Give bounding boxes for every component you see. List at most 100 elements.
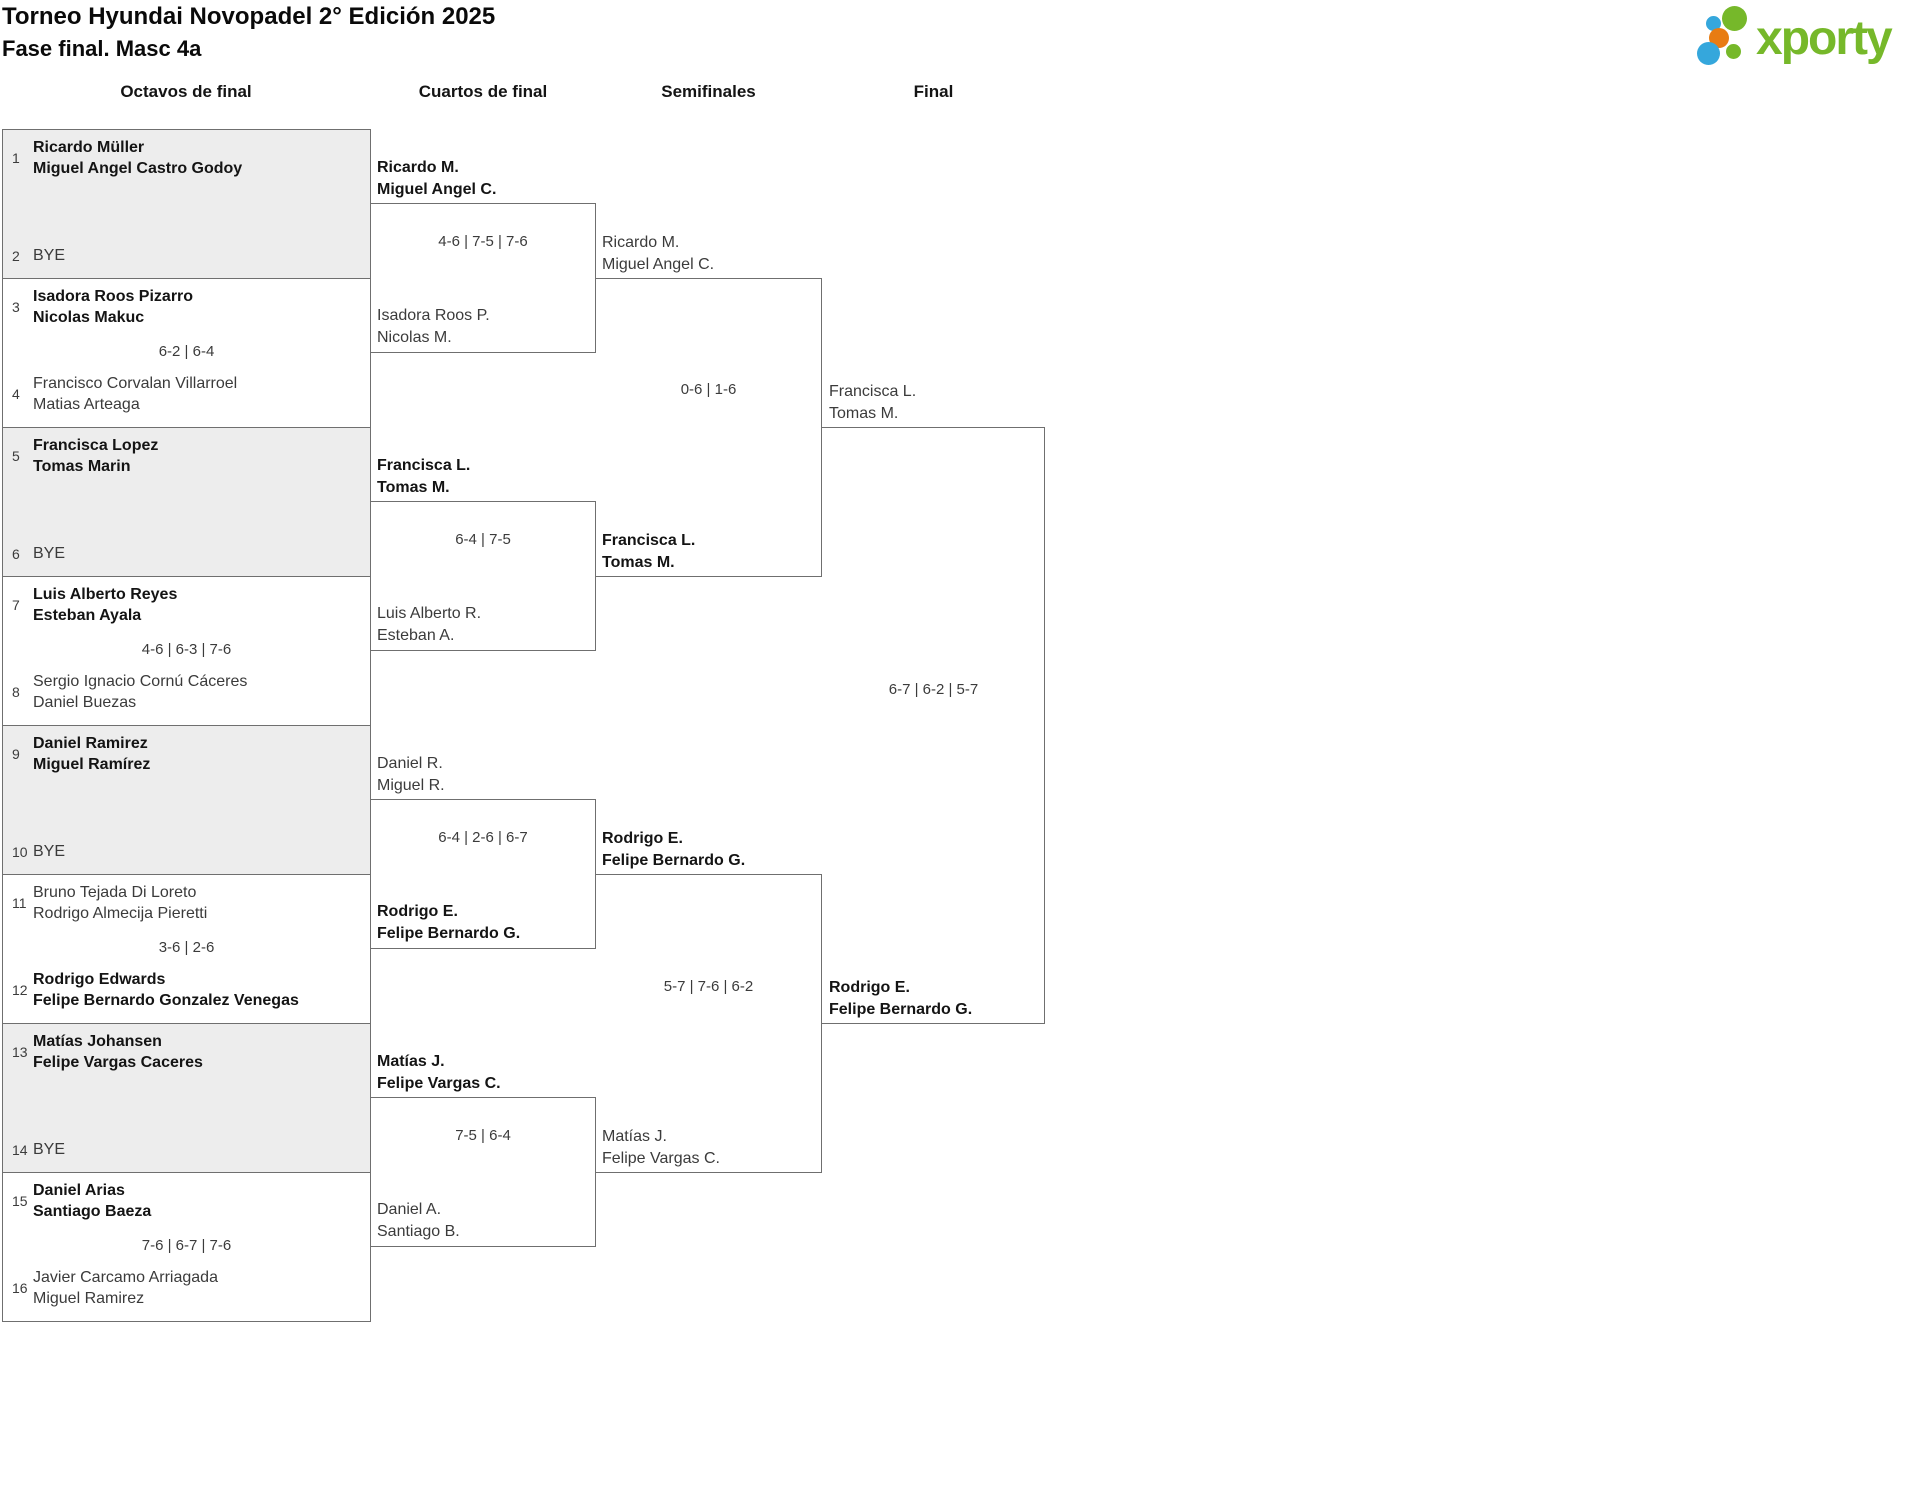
match-box-octavos-1: 1 Ricardo Müller Miguel Angel Castro God…: [2, 129, 371, 279]
player-name: Sergio Ignacio Cornú Cáceres: [33, 673, 248, 690]
team-names: Matías Johansen Felipe Vargas Caceres: [33, 1031, 203, 1073]
team-label-semifinal-1-top: Ricardo M. Miguel Angel C.: [602, 232, 714, 276]
seed-number: 3: [12, 299, 20, 315]
match-score: 5-7 | 7-6 | 6-2: [663, 978, 754, 995]
player-name: Rodrigo Almecija Pieretti: [33, 905, 208, 922]
page-title: Torneo Hyundai Novopadel 2° Edición 2025: [2, 3, 496, 30]
team-label-cuartos-4-top: Matías J. Felipe Vargas C.: [377, 1051, 501, 1095]
player-name: Luis Alberto R.: [377, 605, 482, 622]
player-name: Tomas M.: [602, 554, 675, 571]
team-slot: 15 Daniel Arias Santiago Baeza: [12, 1180, 362, 1222]
seed-number: 6: [12, 545, 20, 562]
player-name: Isadora Roos P.: [377, 307, 490, 324]
match-score: 6-4 | 2-6 | 6-7: [438, 829, 528, 846]
match-score: 4-6 | 6-3 | 7-6: [141, 641, 232, 658]
player-name: BYE: [33, 545, 66, 562]
seed-number: 13: [12, 1044, 28, 1060]
player-name: Tomas M.: [377, 479, 450, 496]
player-name: Matías J.: [602, 1128, 667, 1145]
seed-number: 9: [12, 746, 20, 762]
match-score: 0-6 | 1-6: [680, 381, 737, 398]
match-box-semifinal-2: [595, 874, 822, 1173]
team-slot: 3 Isadora Roos Pizarro Nicolas Makuc: [12, 286, 362, 328]
match-box-final: [822, 427, 1045, 1024]
team-names: BYE: [33, 1139, 65, 1160]
round-header-cuartos: Cuartos de final: [418, 82, 548, 101]
team-names: Javier Carcamo Arriagada Miguel Ramirez: [33, 1267, 218, 1309]
team-label-cuartos-2-bottom: Luis Alberto R. Esteban A.: [377, 603, 481, 647]
team-slot: 2 BYE: [12, 245, 362, 266]
logo-dot-icon: [1726, 44, 1741, 59]
player-name: Francisca L.: [377, 457, 471, 474]
team-slot: 9 Daniel Ramirez Miguel Ramírez: [12, 733, 362, 775]
seed-number: 16: [12, 1280, 28, 1296]
player-name: Francisca L.: [829, 383, 917, 400]
match-score: 7-6 | 6-7 | 7-6: [141, 1237, 232, 1254]
team-label-cuartos-2-top: Francisca L. Tomas M.: [377, 455, 470, 499]
player-name: Daniel R.: [377, 755, 443, 772]
team-names: Isadora Roos Pizarro Nicolas Makuc: [33, 286, 193, 328]
round-header-final: Final: [913, 82, 954, 101]
player-name: Rodrigo E.: [377, 903, 458, 920]
player-name: Ricardo M.: [602, 234, 680, 251]
team-label-semifinal-1-bottom: Francisca L. Tomas M.: [602, 530, 695, 574]
team-names: Luis Alberto Reyes Esteban Ayala: [33, 584, 177, 626]
player-name: Miguel Ramirez: [33, 1290, 145, 1307]
match-box-octavos-5: 9 Daniel Ramirez Miguel Ramírez 10 BYE: [2, 725, 371, 875]
player-name: Matias Arteaga: [33, 396, 140, 413]
seed-number: 2: [12, 247, 20, 264]
seed-number: 12: [12, 982, 28, 998]
player-name: Felipe Vargas C.: [377, 1075, 501, 1092]
player-name: Rodrigo E.: [829, 979, 910, 996]
match-score: 6-4 | 7-5: [455, 531, 511, 548]
player-name: Santiago Baeza: [33, 1203, 152, 1220]
player-name: Felipe Vargas C.: [602, 1150, 720, 1167]
team-slot: 4 Francisco Corvalan Villarroel Matias A…: [12, 373, 362, 415]
player-name: Francisco Corvalan Villarroel: [33, 375, 238, 392]
team-names: Rodrigo Edwards Felipe Bernardo Gonzalez…: [33, 969, 299, 1011]
team-label-cuartos-3-bottom: Rodrigo E. Felipe Bernardo G.: [377, 901, 520, 945]
player-name: Miguel Angel Castro Godoy: [33, 160, 243, 177]
seed-number: 5: [12, 448, 20, 464]
team-names: BYE: [33, 245, 65, 266]
match-score: 7-5 | 6-4: [455, 1127, 511, 1144]
player-name: Felipe Bernardo G.: [377, 925, 521, 942]
seed-number: 4: [12, 386, 20, 402]
player-name: Ricardo Müller: [33, 139, 145, 156]
player-name: Francisca Lopez: [33, 437, 159, 454]
team-slot: 8 Sergio Ignacio Cornú Cáceres Daniel Bu…: [12, 671, 362, 713]
team-slot: 1 Ricardo Müller Miguel Angel Castro God…: [12, 137, 362, 179]
player-name: Daniel A.: [377, 1201, 442, 1218]
player-name: Esteban A.: [377, 627, 455, 644]
player-name: BYE: [33, 247, 66, 264]
player-name: Felipe Bernardo G.: [602, 852, 746, 869]
team-slot: 11 Bruno Tejada Di Loreto Rodrigo Almeci…: [12, 882, 362, 924]
player-name: Rodrigo E.: [602, 830, 683, 847]
team-label-cuartos-1-bottom: Isadora Roos P. Nicolas M.: [377, 305, 490, 349]
player-name: Luis Alberto Reyes: [33, 586, 178, 603]
team-slot: 7 Luis Alberto Reyes Esteban Ayala: [12, 584, 362, 626]
team-slot: 12 Rodrigo Edwards Felipe Bernardo Gonza…: [12, 969, 362, 1011]
seed-number: 11: [12, 895, 27, 911]
match-box-octavos-4: 7 Luis Alberto Reyes Esteban Ayala 4-6 |…: [2, 576, 371, 726]
round-header-octavos: Octavos de final: [120, 82, 252, 101]
player-name: Miguel Angel C.: [377, 181, 497, 198]
player-name: BYE: [33, 1141, 66, 1158]
team-names: Bruno Tejada Di Loreto Rodrigo Almecija …: [33, 882, 207, 924]
team-names: Ricardo Müller Miguel Angel Castro Godoy: [33, 137, 242, 179]
team-names: BYE: [33, 543, 65, 564]
match-box-octavos-8: 15 Daniel Arias Santiago Baeza 7-6 | 6-7…: [2, 1172, 371, 1322]
team-names: Daniel Arias Santiago Baeza: [33, 1180, 151, 1222]
team-slot: 10 BYE: [12, 841, 362, 862]
player-name: Tomas M.: [829, 405, 899, 422]
team-names: Francisca Lopez Tomas Marin: [33, 435, 158, 477]
team-slot: 16 Javier Carcamo Arriagada Miguel Ramir…: [12, 1267, 362, 1309]
player-name: Francisca L.: [602, 532, 696, 549]
player-name: Miguel R.: [377, 777, 445, 794]
xporty-logo[interactable]: xporty: [1692, 5, 1917, 77]
player-name: Miguel Angel C.: [602, 256, 715, 273]
player-name: Isadora Roos Pizarro: [33, 288, 194, 305]
logo-dot-icon: [1697, 42, 1720, 65]
page-subtitle: Fase final. Masc 4a: [2, 36, 202, 61]
